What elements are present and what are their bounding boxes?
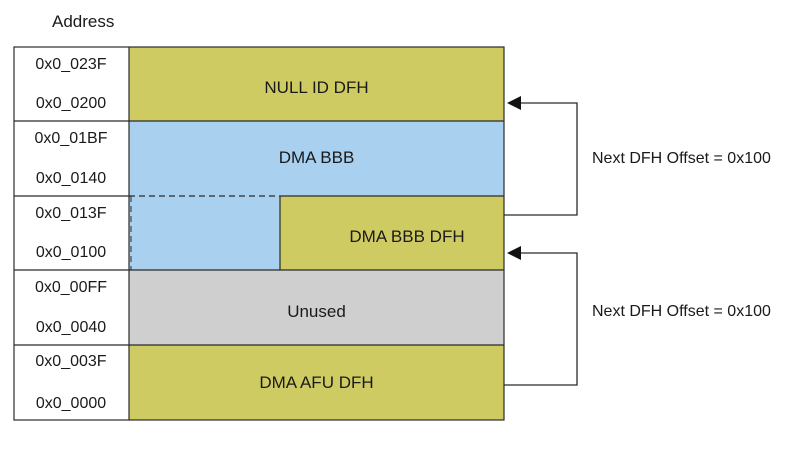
offset-arrow-1 (504, 102, 578, 216)
arrow-head-2 (507, 246, 521, 260)
region-label-dma-afu-dfh: DMA AFU DFH (259, 373, 374, 392)
region-dma-afu-dfh (129, 345, 504, 420)
region-null-id-dfh (129, 47, 504, 121)
arrow-head-1 (507, 96, 521, 110)
address-label: 0x0_00FF (34, 279, 108, 296)
region-label-dma-bbb-dfh: DMA BBB DFH (349, 227, 465, 246)
next-dfh-offset-label-1: Next DFH Offset = 0x100 (592, 150, 771, 167)
offset-arrow-2 (504, 252, 578, 386)
region-label-unused: Unused (287, 302, 346, 321)
region-unused (129, 270, 504, 345)
address-label: 0x0_0100 (35, 244, 107, 261)
region-label-dma-bbb: DMA BBB (278, 148, 355, 167)
address-label: 0x0_003F (35, 353, 107, 370)
address-label: 0x0_0040 (35, 319, 107, 336)
address-header: Address (52, 12, 115, 31)
address-label: 0x0_0000 (35, 395, 107, 412)
address-label: 0x0_0200 (35, 95, 107, 112)
region-dma-bbb-lower (129, 196, 280, 270)
region-label-null-id-dfh: NULL ID DFH (264, 78, 369, 97)
region-dma-bbb-dfh (280, 196, 504, 270)
region-dma-bbb (129, 121, 504, 196)
address-label: 0x0_0140 (35, 170, 107, 187)
address-label: 0x0_01BF (34, 130, 108, 147)
address-label: 0x0_023F (35, 56, 107, 73)
address-label: 0x0_013F (35, 205, 107, 222)
next-dfh-offset-label-2: Next DFH Offset = 0x100 (592, 303, 771, 320)
